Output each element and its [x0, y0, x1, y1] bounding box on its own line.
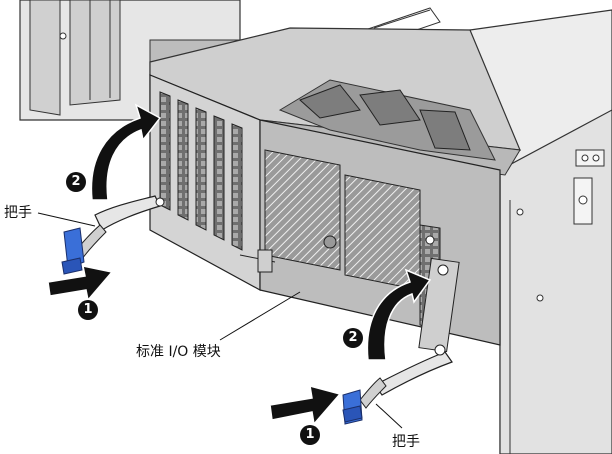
handle-label-left: 把手 [4, 205, 32, 221]
step-1-badge-left: 1 [78, 300, 98, 320]
step-2-badge-right: 2 [343, 328, 363, 348]
right-push-arrow [269, 384, 342, 426]
left-push-arrow [47, 265, 114, 302]
right-rotate-arrow [366, 268, 432, 361]
chassis-left-frame [19, 0, 241, 121]
handle-label-right: 把手 [392, 434, 420, 450]
right-latch [342, 389, 363, 425]
left-latch [61, 227, 85, 275]
module-label: 标准 I/O 模块 [136, 344, 221, 360]
left-rotate-arrow [90, 103, 162, 201]
step-2-badge-left: 2 [66, 172, 86, 192]
step-1-badge-right: 1 [300, 425, 320, 445]
callout-lines [37, 212, 403, 429]
